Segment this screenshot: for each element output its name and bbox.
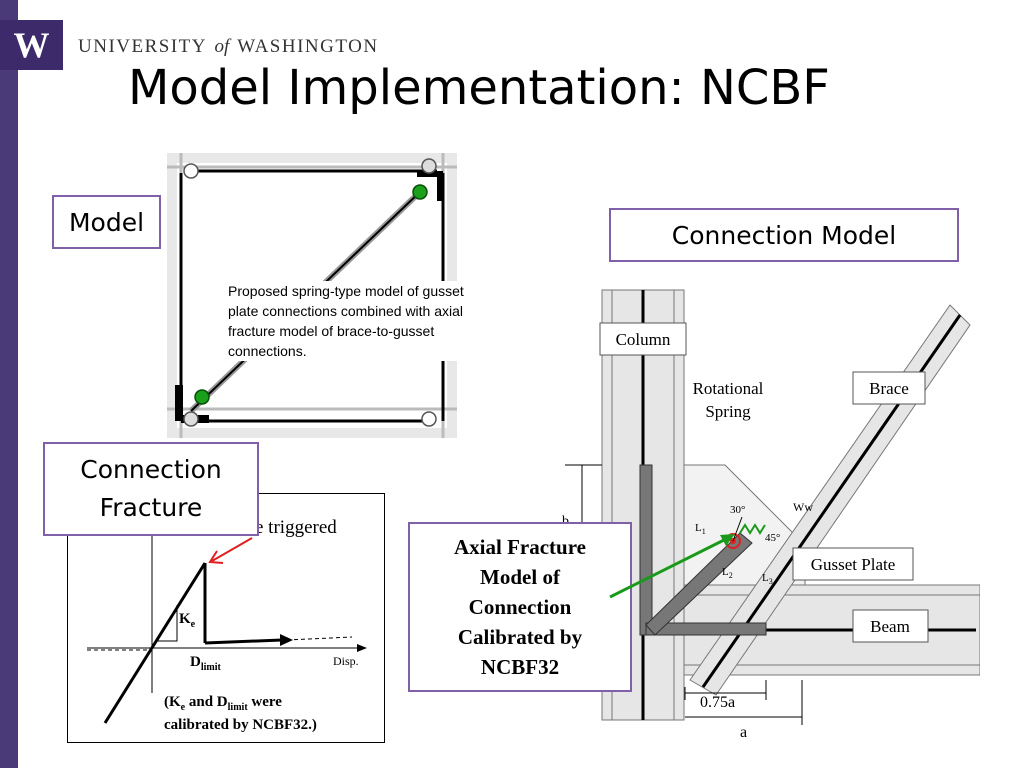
calibration-note-line2: calibrated by NCBF32.)	[164, 717, 317, 733]
axial-line4: Calibrated by	[457, 625, 583, 649]
beam-tag	[852, 609, 929, 643]
l1-label: L1	[695, 522, 706, 536]
axial-line3: Connection	[468, 595, 572, 619]
calibration-note-line1: (Ke and Dlimit were	[164, 694, 282, 713]
angle-30-label: 30°	[730, 504, 745, 516]
axial-line2: Model of	[480, 565, 560, 589]
rotational-text: Rotational	[693, 379, 764, 398]
pin-node-top-right	[421, 158, 437, 174]
wordmark-washington: WASHINGTON	[237, 36, 379, 57]
pin-node-bottom-left	[183, 411, 199, 427]
spring-text: Spring	[705, 402, 751, 421]
spring-node-top-right	[412, 184, 428, 200]
brace-tag	[852, 371, 926, 405]
rotational-spring-icon	[739, 523, 766, 535]
dlimit-label: Dlimit	[190, 654, 222, 673]
stiffness-triangle	[155, 605, 178, 642]
dim-075a-label: 0.75a	[700, 694, 735, 711]
brace-text: Brace	[869, 379, 909, 398]
column-plate	[639, 464, 653, 636]
ke-label: Ke	[179, 611, 196, 630]
gusset-plate-tag	[792, 547, 914, 581]
connection-model-label: Connection Model	[609, 208, 959, 262]
beam-plate	[645, 622, 767, 636]
frame-caption: Proposed spring-type model of gusset pla…	[228, 281, 464, 361]
uw-wordmark: UNIVERSITY of WASHINGTON	[78, 36, 379, 58]
axial-fracture-box: Axial Fracture Model of Connection Calib…	[408, 522, 632, 692]
axial-line5: NCBF32	[480, 655, 560, 679]
wordmark-of: of	[214, 36, 230, 57]
left-accent-bar	[0, 0, 18, 768]
beam-text: Beam	[870, 617, 910, 636]
connection-fracture-line2: Fracture	[99, 493, 203, 522]
model-label: Model	[52, 195, 161, 249]
disp-axis-label: Disp.	[333, 654, 359, 668]
spring-node-bottom-left	[194, 389, 210, 405]
ww-label: Ww	[793, 500, 813, 514]
l3-label: L3	[762, 572, 773, 586]
dim-a-label: a	[740, 724, 747, 741]
column-tag	[599, 322, 687, 356]
column-text: Column	[616, 330, 671, 349]
wordmark-university: UNIVERSITY	[78, 36, 207, 57]
triggered-text: e triggered	[255, 517, 337, 538]
gusset-plate-text: Gusset Plate	[811, 555, 896, 574]
pin-node-bottom-right	[421, 411, 437, 427]
connection-fracture-label: Connection Fracture	[43, 442, 259, 536]
post-fracture-branch	[204, 638, 283, 645]
elastic-branch	[103, 562, 207, 724]
uw-w-logo: W	[0, 20, 63, 70]
connection-fracture-line1: Connection	[80, 455, 222, 484]
angle-45-label: 45°	[765, 532, 780, 544]
pin-node-top-left	[183, 163, 199, 179]
b-dimension-label: b	[562, 514, 569, 529]
trigger-arrow	[211, 537, 253, 562]
axial-line1: Axial Fracture	[454, 535, 586, 559]
slide-title: Model Implementation: NCBF	[128, 60, 830, 116]
